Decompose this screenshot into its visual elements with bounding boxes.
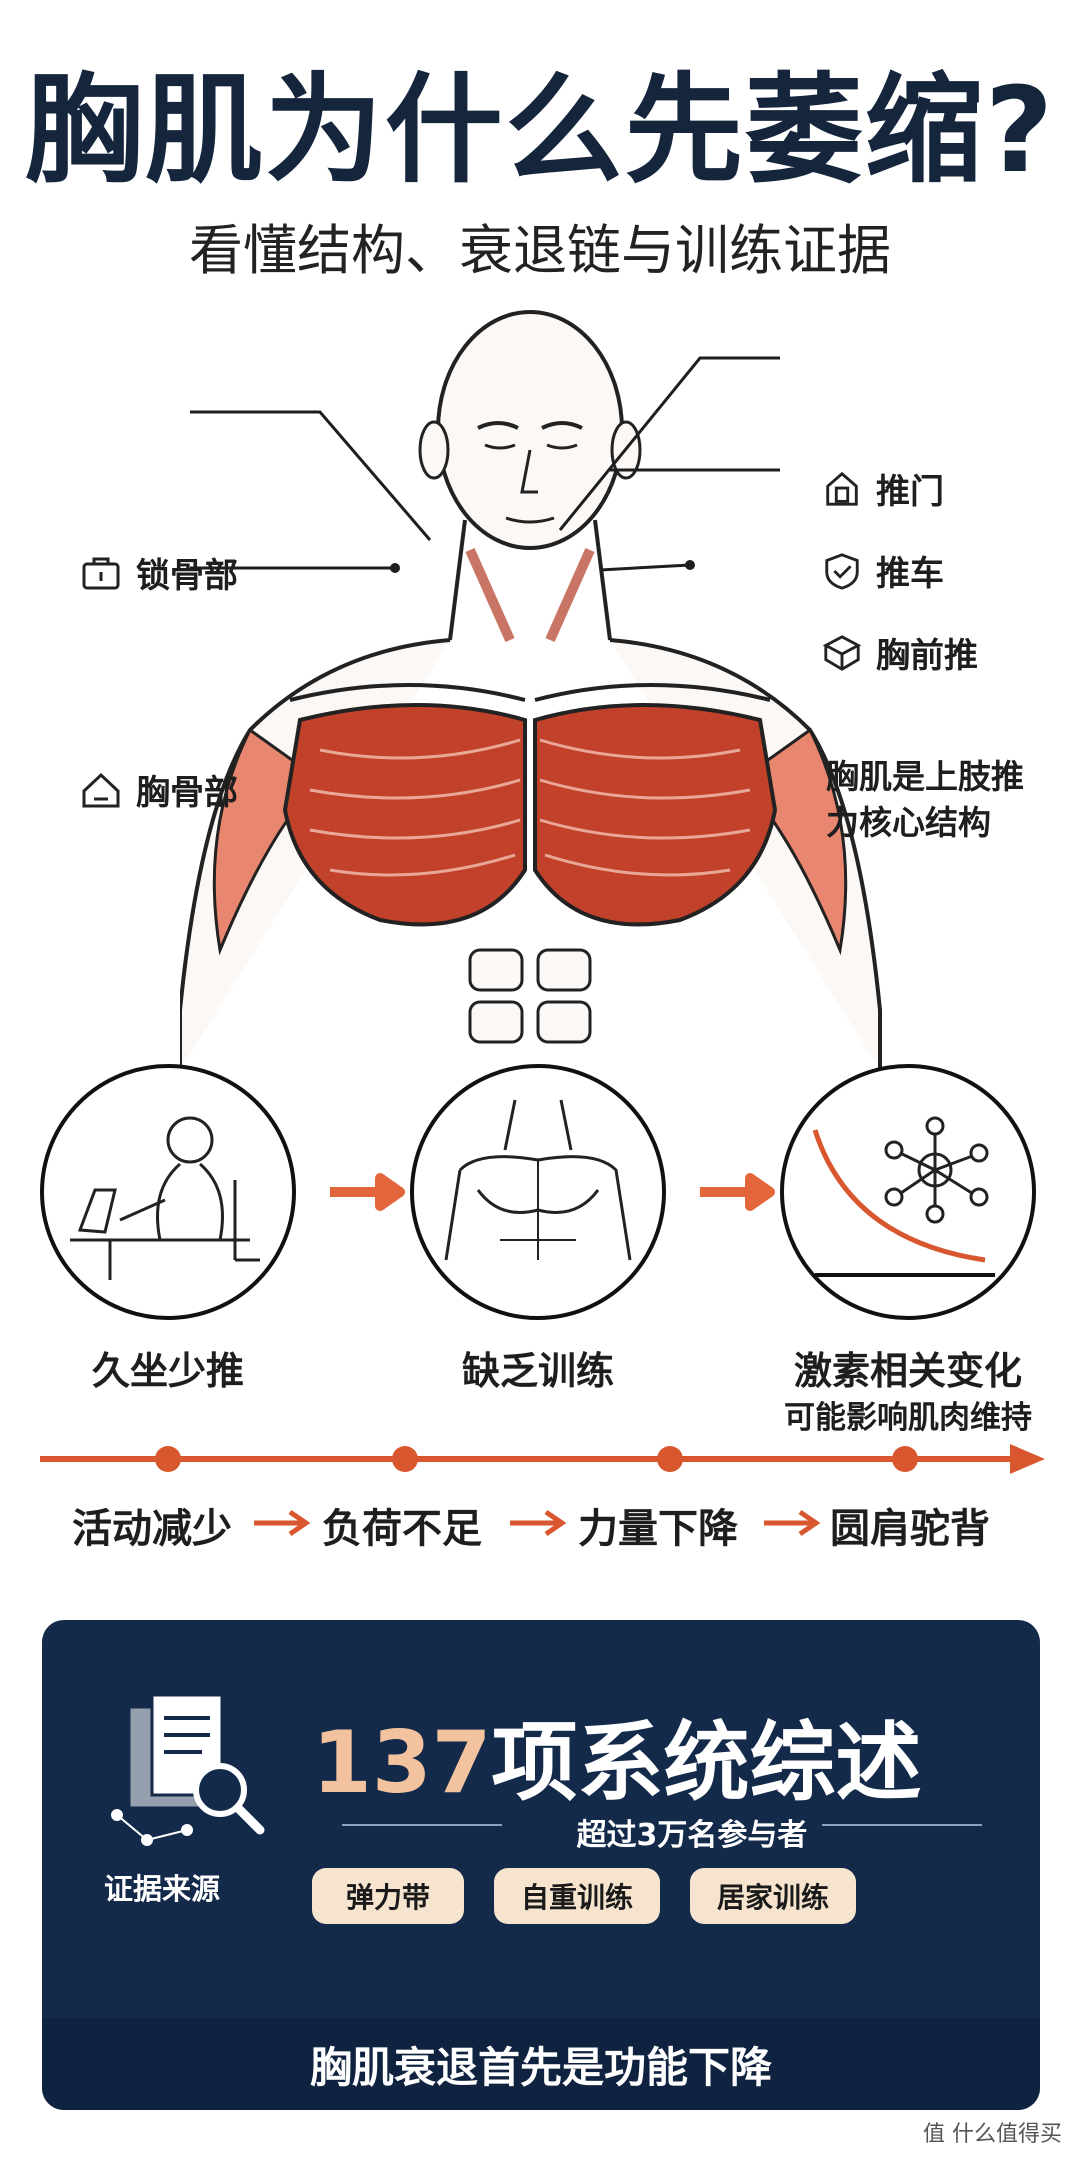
chain-step-1: 活动减少 (72, 1506, 232, 1552)
evidence-count: 137 (312, 1713, 492, 1813)
chain-arrow-icon (254, 1509, 311, 1537)
tag-resistance-band: 弹力带 (312, 1868, 464, 1924)
evidence-panel: 证据来源 137项系统综述 超过3万名参与者 弹力带 自重训练 居家训练 胸肌衰… (42, 1620, 1040, 2110)
label-sternal: 胸骨部 (80, 765, 238, 814)
watermark: 值 什么值得买 (923, 2116, 1062, 2148)
label-push-door: 推门 (822, 464, 944, 513)
cause-label-2: 缺乏训练 (461, 1349, 614, 1393)
chain-step-2: 负荷不足 (322, 1506, 482, 1552)
divider (822, 1824, 982, 1826)
anatomy-note-line-1: 胸肌是上肢推 (826, 757, 1024, 796)
evidence-subtitle: 超过3万名参与者 (576, 1818, 808, 1853)
anatomy-note-line-2: 力核心结构 (826, 803, 991, 842)
evidence-headline-text: 项系统综述 (491, 1713, 922, 1813)
evidence-headline: 137项系统综述 (312, 1692, 922, 1817)
shield-check-icon (825, 552, 859, 590)
document-search-icon (111, 1693, 265, 1846)
label-push-door-text: 推门 (876, 472, 944, 512)
cause-label-3: 激素相关变化 (793, 1349, 1022, 1393)
cause-label-1: 久坐少推 (91, 1349, 244, 1393)
chain-step-4: 圆肩驼背 (830, 1506, 990, 1552)
page-title: 胸肌为什么先萎缩? (24, 61, 1056, 199)
chest-anatomy-illustration (180, 310, 882, 1070)
label-clavicular: 锁骨部 (80, 548, 238, 597)
label-push-cart: 推车 (822, 546, 944, 595)
label-push-cart-text: 推车 (876, 554, 944, 594)
house-icon (82, 772, 120, 807)
chain-arrow-icon (510, 1509, 567, 1537)
page-subtitle: 看懂结构、衰退链与训练证据 (189, 219, 891, 282)
evidence-source-label: 证据来源 (103, 1872, 220, 1906)
chain-step-3: 力量下降 (578, 1506, 738, 1552)
label-chest-press-text: 胸前推 (876, 636, 978, 676)
evidence-footer: 胸肌衰退首先是功能下降 (42, 2018, 1040, 2110)
divider (342, 1824, 502, 1826)
decline-timeline (40, 1444, 1045, 1474)
label-sternal-text: 胸骨部 (136, 773, 238, 813)
chain-arrow-icon (764, 1509, 821, 1537)
causes-illustrations (40, 1064, 1036, 1320)
dumbbell-icon (82, 557, 120, 589)
watermark-text: 值 什么值得买 (923, 2122, 1062, 2147)
hormone-molecule-icon (780, 1064, 1036, 1320)
label-clavicular-text: 锁骨部 (136, 556, 238, 596)
door-icon (826, 471, 858, 506)
weak-torso-icon (410, 1064, 666, 1320)
tag-bodyweight: 自重训练 (494, 1868, 660, 1924)
anatomy-note: 胸肌是上肢推 力核心结构 (826, 754, 1024, 846)
box-icon (822, 634, 862, 671)
sitting-at-laptop-icon (40, 1064, 296, 1320)
tag-home-training: 居家训练 (690, 1868, 856, 1924)
cause-sublabel-3: 可能影响肌肉维持 (784, 1400, 1032, 1436)
label-chest-press: 胸前推 (822, 628, 978, 677)
